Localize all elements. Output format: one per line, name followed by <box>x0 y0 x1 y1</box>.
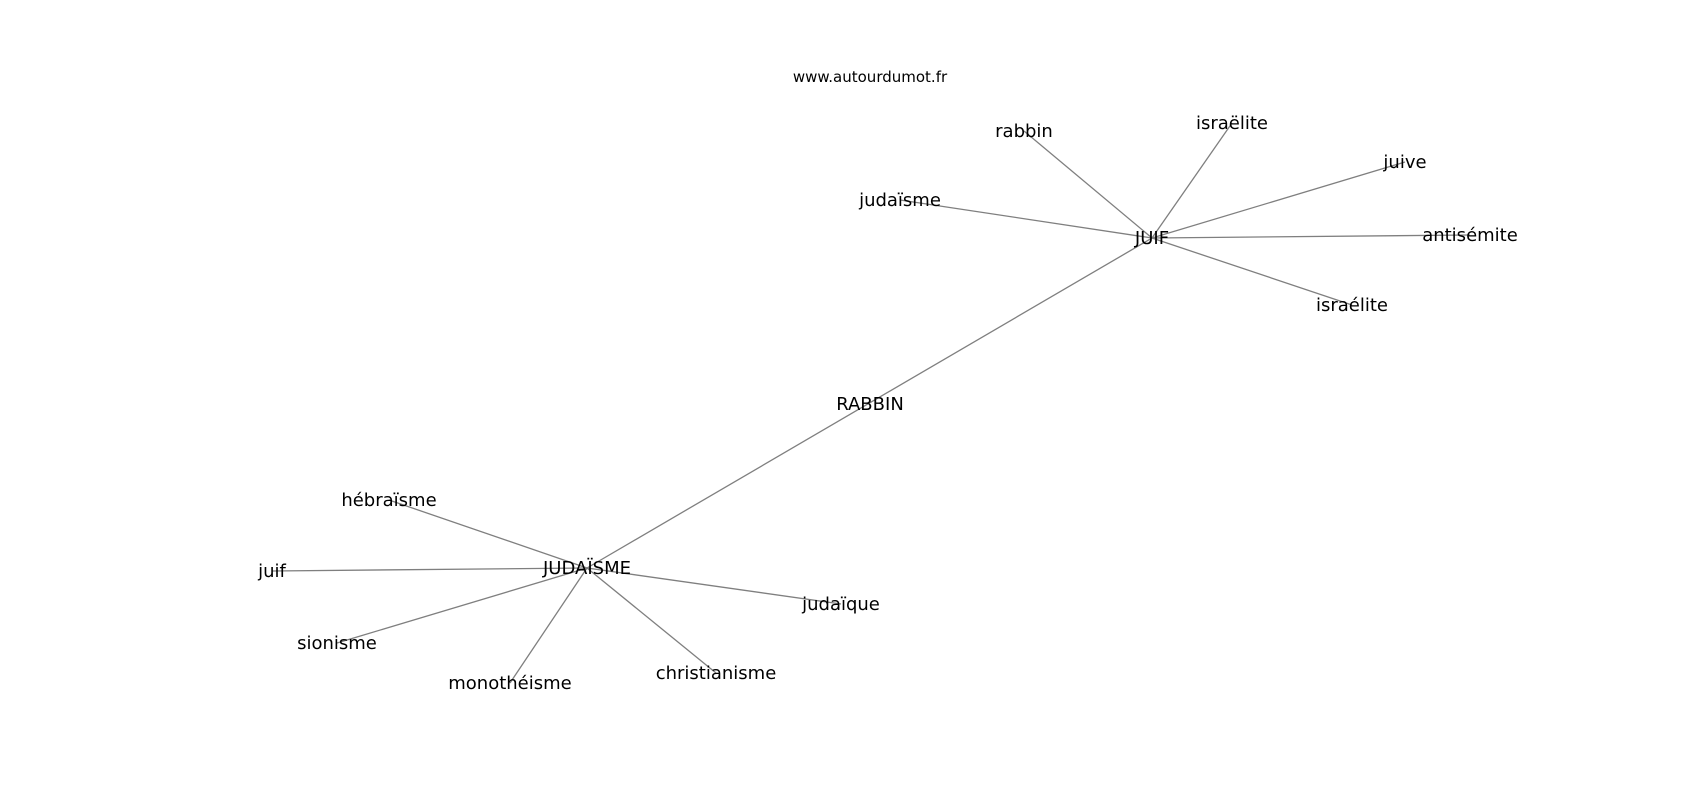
node-label-christianisme[interactable]: christianisme <box>656 663 777 684</box>
edge-JUIF-juive <box>1151 161 1406 239</box>
edge-JUIF-israelite1 <box>1151 122 1233 239</box>
edge-JUIF-rabbin <box>1023 130 1153 239</box>
edge-JUDAISME-hebraisme <box>388 499 588 569</box>
node-label-israelite1[interactable]: israëlite <box>1196 113 1268 134</box>
node-label-antisemite[interactable]: antisémite <box>1422 225 1518 246</box>
node-label-judaique[interactable]: judaïque <box>801 594 880 615</box>
edge-JUIF-antisemite <box>1151 234 1471 239</box>
edge-JUDAISME-christianisme <box>586 567 717 674</box>
node-label-juif[interactable]: juif <box>257 561 286 582</box>
edge-JUDAISME-juif <box>271 567 588 572</box>
node-label-juive[interactable]: juive <box>1382 152 1426 173</box>
node-label-rabbin[interactable]: rabbin <box>995 121 1053 142</box>
edge-JUDAISME-monotheisme <box>509 567 588 684</box>
node-label-judaisme[interactable]: judaïsme <box>858 190 941 211</box>
node-label-rabbin[interactable]: RABBIN <box>836 394 904 415</box>
edges <box>271 122 1471 684</box>
edge-JUIF-judaisme <box>899 199 1153 239</box>
node-label-juif[interactable]: JUIF <box>1134 228 1169 249</box>
edge-JUIF-israelite2 <box>1151 237 1353 306</box>
node-label-monotheisme[interactable]: monothéisme <box>448 673 572 694</box>
edge-JUDAISME-sionisme <box>336 567 588 644</box>
node-label-judaisme[interactable]: JUDAÏSME <box>542 558 631 579</box>
labels: RABBIN JUIF JUDAÏSME rabbin israëlite juive an… <box>257 113 1518 694</box>
node-label-hebraisme[interactable]: hébraïsme <box>341 490 436 511</box>
edge-JUDAISME-judaique <box>586 567 842 605</box>
node-label-israelite2[interactable]: israélite <box>1316 295 1388 316</box>
node-label-sionisme[interactable]: sionisme <box>297 633 377 654</box>
watermark: www.autourdumot.fr <box>793 68 948 86</box>
edge-JUIF-JUDAISME <box>586 237 1153 569</box>
